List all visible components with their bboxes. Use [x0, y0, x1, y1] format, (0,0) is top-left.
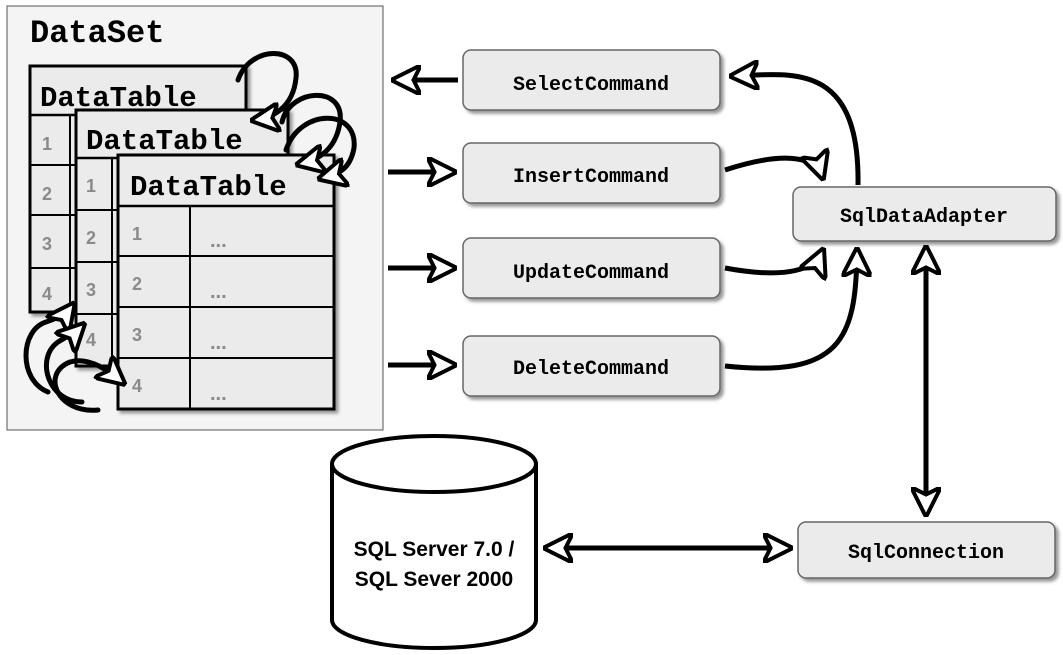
delete-command-box[interactable]: DeleteCommand: [462, 335, 721, 397]
datatable-front-cell-3: ...: [210, 332, 227, 354]
relation-arrows-bottom: [23, 306, 122, 413]
sql-data-adapter-box[interactable]: SqlDataAdapter: [792, 186, 1057, 242]
datatable-middle-row-1: 1: [86, 176, 96, 196]
select-command-box[interactable]: SelectCommand: [462, 49, 721, 111]
insert-command-box[interactable]: InsertCommand: [462, 142, 721, 204]
datatable-front-cell-4: ...: [210, 383, 227, 405]
database-label-line1: SQL Server 7.0 /: [354, 538, 515, 561]
delete-to-adapter-arrow: [724, 252, 857, 371]
datatable-front-cell-2: ...: [210, 281, 227, 303]
datatable-middle-title: DataTable: [86, 125, 243, 158]
datatable-front-row-3: 3: [132, 325, 142, 345]
sql-connection-label: SqlConnection: [848, 542, 1004, 565]
datatable-back-row-4: 4: [42, 284, 52, 304]
datatable-back-row-1: 1: [42, 134, 52, 154]
update-to-adapter-arrow: [724, 252, 822, 273]
relation-arrows-top: [235, 51, 357, 178]
datatable-front: DataTable 1 2 3 4 ... ... ... ...: [116, 153, 336, 411]
command-arrows: [388, 80, 458, 365]
select-command-label: SelectCommand: [513, 74, 669, 97]
insert-to-adapter-arrow: [724, 158, 822, 176]
adapter-arrows: [548, 75, 926, 548]
datatable-middle-row-2: 2: [86, 228, 96, 248]
delete-command-label: DeleteCommand: [513, 358, 669, 381]
adapter-to-select-arrow: [734, 75, 861, 186]
insert-command-label: InsertCommand: [513, 166, 669, 189]
update-command-box[interactable]: UpdateCommand: [462, 237, 721, 299]
datatable-back-row-2: 2: [42, 184, 52, 204]
sql-data-adapter-label: SqlDataAdapter: [840, 206, 1008, 229]
datatable-middle-row-4: 4: [86, 330, 96, 350]
database-cylinder: SQL Server 7.0 / SQL Sever 2000: [330, 434, 538, 650]
update-command-label: UpdateCommand: [513, 262, 669, 285]
datatable-front-title: DataTable: [130, 171, 287, 204]
database-label-line2: SQL Sever 2000: [355, 568, 513, 591]
datatable-middle-row-3: 3: [86, 280, 96, 300]
dataset-title: DataSet: [30, 15, 164, 52]
sql-connection-box[interactable]: SqlConnection: [797, 521, 1056, 579]
datatable-back-row-3: 3: [42, 234, 52, 254]
datatable-front-row-1: 1: [132, 224, 142, 244]
datatable-front-row-2: 2: [132, 274, 142, 294]
datatable-front-cell-1: ...: [210, 230, 227, 252]
datatable-front-row-4: 4: [132, 376, 142, 396]
